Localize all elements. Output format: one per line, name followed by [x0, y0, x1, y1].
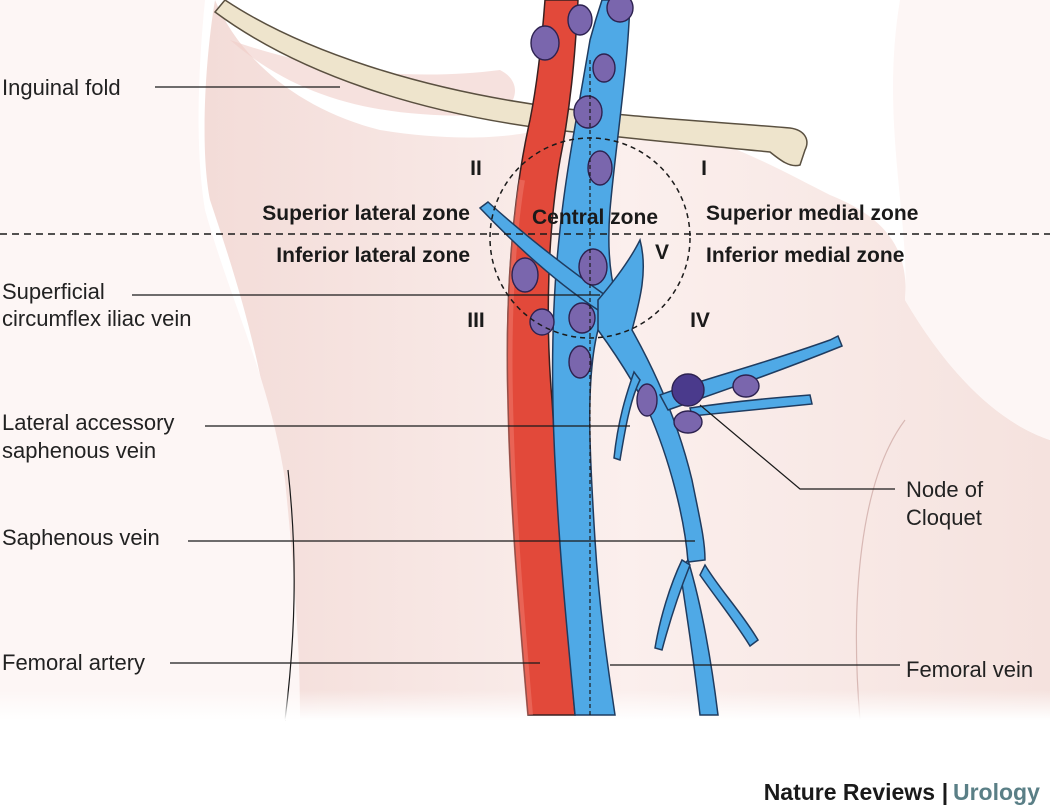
label-superficial-circumflex-line2: circumflex iliac vein [2, 306, 192, 331]
zone-superior-medial: Superior medial zone [706, 202, 918, 225]
lymph-node [529, 308, 555, 336]
inguinal-ligament [213, 0, 808, 167]
numeral-v: V [655, 241, 669, 264]
leader-lines [132, 86, 900, 666]
label-node-of-cloquet-line1: Node of [906, 477, 984, 502]
credit: Nature Reviews | Urology [764, 779, 1040, 805]
lymph-node [567, 4, 593, 36]
numeral-i: I [701, 157, 707, 180]
label-node-of-cloquet-line2: Cloquet [906, 505, 982, 530]
label-lateral-accessory-line1: Lateral accessory [2, 410, 174, 435]
zone-inferior-medial: Inferior medial zone [706, 244, 904, 267]
lymph-node [568, 345, 592, 379]
lymph-node [636, 383, 658, 417]
credit-section: Urology [953, 779, 1040, 805]
lymph-node [587, 150, 613, 186]
lymph-node [592, 53, 616, 83]
label-femoral-artery: Femoral artery [2, 650, 145, 675]
numeral-ii: II [470, 157, 482, 180]
label-inguinal-fold: Inguinal fold [2, 75, 121, 100]
zone-labels: Superior lateral zone Superior medial zo… [262, 202, 918, 267]
zone-central: Central zone [532, 206, 658, 229]
lymph-node [673, 410, 703, 434]
roman-numerals: I II III IV V [467, 157, 710, 332]
lymph-node [732, 374, 760, 398]
label-femoral-vein: Femoral vein [906, 657, 1033, 682]
credit-journal: Nature Reviews [764, 779, 935, 805]
lymph-node [606, 0, 634, 23]
label-saphenous-vein: Saphenous vein [2, 525, 160, 550]
labels: Inguinal fold Superficial circumflex ili… [2, 75, 1033, 682]
lymph-node [573, 95, 603, 129]
zone-inferior-lateral: Inferior lateral zone [276, 244, 470, 267]
label-lateral-accessory-line2: saphenous vein [2, 438, 156, 463]
zone-superior-lateral: Superior lateral zone [262, 202, 470, 225]
credit-separator: | [942, 779, 948, 805]
lymph-node [511, 257, 539, 293]
label-superficial-circumflex-line1: Superficial [2, 279, 105, 304]
lymph-node [568, 302, 596, 334]
lymph-node [530, 25, 560, 61]
node-of-cloquet [671, 373, 705, 407]
lymph-nodes [511, 0, 760, 434]
lymph-node [578, 248, 608, 286]
numeral-iii: III [467, 309, 485, 332]
numeral-iv: IV [690, 309, 710, 332]
